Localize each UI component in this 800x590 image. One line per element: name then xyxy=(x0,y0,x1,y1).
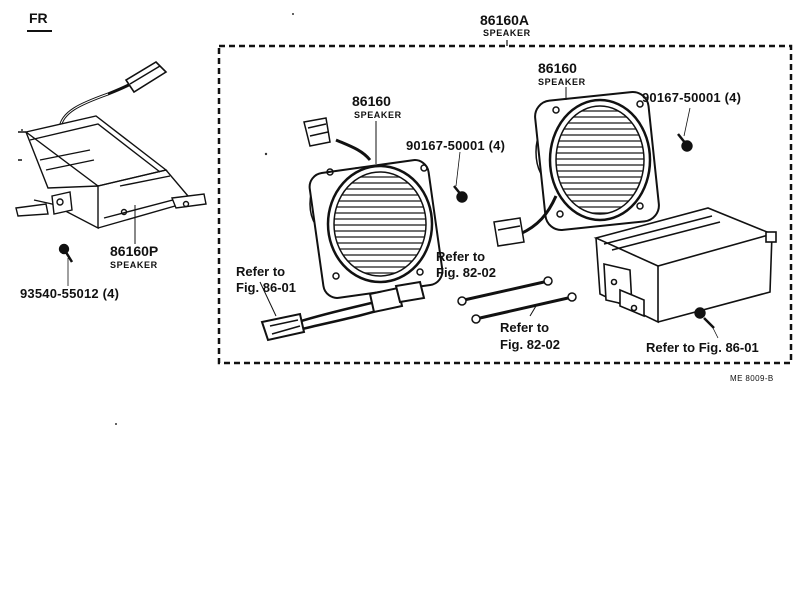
assembly-name: SPEAKER xyxy=(483,28,531,38)
ground-lower-ref-line1: Refer to xyxy=(500,320,550,335)
ground-upper-ref-line1: Refer to xyxy=(436,249,486,264)
screw-left-part-number: 93540-55012 (4) xyxy=(20,286,120,301)
amplifier-screw-drawing xyxy=(694,307,719,339)
speaker-right-name: SPEAKER xyxy=(538,77,586,87)
speaker-left-part-number: 86160 xyxy=(352,93,391,109)
ground-upper-ref-line2: Fig. 82-02 xyxy=(436,265,496,280)
wire-harness-drawing xyxy=(259,280,426,342)
ground-lower-ref-line2: Fig. 82-02 xyxy=(500,337,560,352)
speaker-left-drawing xyxy=(303,117,444,299)
speaker-bracket-drawing xyxy=(15,60,207,230)
amplifier-ref: Refer to Fig. 86-01 xyxy=(646,340,759,355)
amplifier-drawing xyxy=(593,207,777,324)
harness-ref-line2: Fig. 86-01 xyxy=(236,280,296,295)
assembly-part-number: 86160A xyxy=(480,12,530,28)
harness-ref-line1: Refer to xyxy=(236,264,286,279)
screw-left-drawing xyxy=(58,243,74,286)
screw-mid-part-number: 90167-50001 (4) xyxy=(406,138,506,153)
speaker-left-name: SPEAKER xyxy=(354,110,402,120)
assembly-boundary xyxy=(217,44,793,365)
screw-right-part-number: 90167-50001 (4) xyxy=(642,90,742,105)
bracket-part-number: 86160P xyxy=(110,243,159,259)
ground-strap-upper-drawing xyxy=(457,276,553,306)
bracket-name: SPEAKER xyxy=(110,260,158,270)
orientation-label: FR xyxy=(29,10,48,26)
speaker-right-part-number: 86160 xyxy=(538,60,577,76)
speaker-right-drawing xyxy=(493,90,660,247)
ground-lower-leader xyxy=(529,305,537,317)
screw-mid-drawing xyxy=(453,151,468,203)
ground-strap-lower-drawing xyxy=(471,292,577,324)
scan-specks xyxy=(21,13,294,425)
screw-right-drawing xyxy=(677,107,693,152)
figure-code: ME 8009-B xyxy=(730,374,774,383)
